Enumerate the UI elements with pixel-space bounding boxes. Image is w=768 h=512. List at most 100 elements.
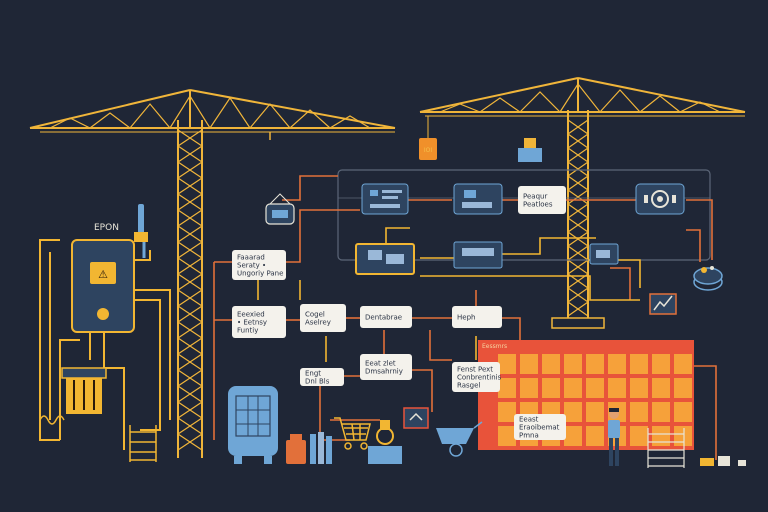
- hook-icon: IOI: [419, 116, 437, 160]
- wheelbarrow-icon: [436, 421, 483, 457]
- grid-cell: [674, 354, 692, 374]
- grid-cell: [674, 402, 692, 422]
- panels-icon: [310, 432, 332, 464]
- grid-cell: [652, 378, 670, 398]
- building-icon: [265, 193, 295, 225]
- grid-cell: [586, 354, 604, 374]
- monitor-icon: [361, 183, 409, 215]
- warning-icon: ⚠: [98, 268, 108, 281]
- node-label: Engt: [305, 370, 321, 378]
- node-box: [518, 186, 566, 214]
- grid-cell: [520, 378, 538, 398]
- transformer-icon: [39, 367, 107, 425]
- grid-cell: [498, 354, 516, 374]
- node-label: Eeat zlet: [365, 360, 396, 368]
- worker-icon: [608, 408, 620, 466]
- grid-cell: [608, 354, 626, 374]
- grid-panel: Eessmrs: [478, 340, 694, 450]
- grid-cell: [520, 354, 538, 374]
- grid-cell: [498, 378, 516, 398]
- node-label: Dmsahrniy: [365, 368, 403, 376]
- grid-cell: [630, 378, 648, 398]
- node-label: Fenst Pext: [457, 366, 493, 374]
- grid-cell: [586, 426, 604, 446]
- materials-icon: [700, 456, 746, 466]
- electrical-pipes: [39, 236, 171, 450]
- grid-cell: [608, 378, 626, 398]
- node-center-b: Dentabrae: [360, 306, 412, 328]
- camera-icon: [635, 183, 685, 215]
- node-label: Rasgel: [457, 382, 480, 390]
- scaffold-icon: [647, 428, 685, 468]
- grid-cell: [564, 378, 582, 398]
- node-box: [514, 414, 566, 440]
- node-label: Ungoriy Pane: [237, 270, 283, 278]
- node-label: Aselrey: [305, 319, 331, 327]
- flow-connectors: [213, 175, 717, 460]
- grid-cell: [498, 426, 516, 446]
- node-label: Seraty •: [237, 262, 266, 270]
- node-label: Eeast: [519, 416, 539, 424]
- relay-icon: [589, 243, 619, 265]
- control-unit-icon: [453, 241, 503, 269]
- node-box: [232, 306, 286, 338]
- process-frame: [337, 169, 711, 261]
- grid-cell: [630, 402, 648, 422]
- node-label: Peaqur: [523, 193, 547, 201]
- node-label: Faaarad: [237, 254, 265, 262]
- grid-cell: [674, 378, 692, 398]
- alarm-icon: [403, 407, 429, 429]
- shopping-cart-icon: [334, 417, 371, 450]
- grid-cell: [564, 402, 582, 422]
- grid-cell: [542, 354, 560, 374]
- node-label: Heph: [457, 314, 475, 322]
- svg-text:IOI: IOI: [424, 147, 432, 154]
- grid-cell: [652, 426, 670, 446]
- node-box: [300, 368, 344, 386]
- lifting-hook-icon: [368, 420, 402, 464]
- electrical-panel: ⚠: [71, 204, 148, 333]
- node-box: [300, 304, 346, 332]
- server-icon: [518, 138, 542, 162]
- tower-crane-right-icon: [419, 77, 746, 329]
- node-label: Peatloes: [523, 201, 553, 209]
- grid-cell: [498, 402, 516, 422]
- grid-cell: [586, 378, 604, 398]
- node-box: [360, 354, 412, 380]
- node-label: Dentabrae: [365, 314, 402, 322]
- display-panel-icon: [355, 243, 415, 275]
- tower-crane-left-icon: [29, 89, 396, 458]
- node-label: Funtiy: [237, 327, 258, 335]
- electrical-panel-label: EPON: [94, 223, 119, 233]
- node-box: [452, 306, 502, 328]
- grid-cell: [674, 426, 692, 446]
- node-label: Conbrentinis: [457, 374, 502, 382]
- chart-icon: [649, 293, 677, 315]
- bucket-icon: [286, 434, 306, 464]
- node-box: [360, 306, 412, 328]
- ladder-icon: [129, 425, 157, 462]
- node-label: Dnl Bls: [305, 378, 330, 386]
- tank-icon: [228, 386, 278, 464]
- node-label: Pmna: [519, 432, 539, 440]
- grid-cell: [652, 354, 670, 374]
- grid-cell: [630, 426, 648, 446]
- grid-cell: [564, 426, 582, 446]
- node-box: [232, 250, 286, 280]
- grid-panel-header: Eessmrs: [482, 343, 507, 350]
- grid-cell: [630, 354, 648, 374]
- node-label: • Eetnsy: [237, 319, 267, 327]
- node-box: [452, 362, 500, 392]
- server-rack-icon: [453, 183, 503, 215]
- grid-cell: [586, 402, 604, 422]
- grid-cell: [652, 402, 670, 422]
